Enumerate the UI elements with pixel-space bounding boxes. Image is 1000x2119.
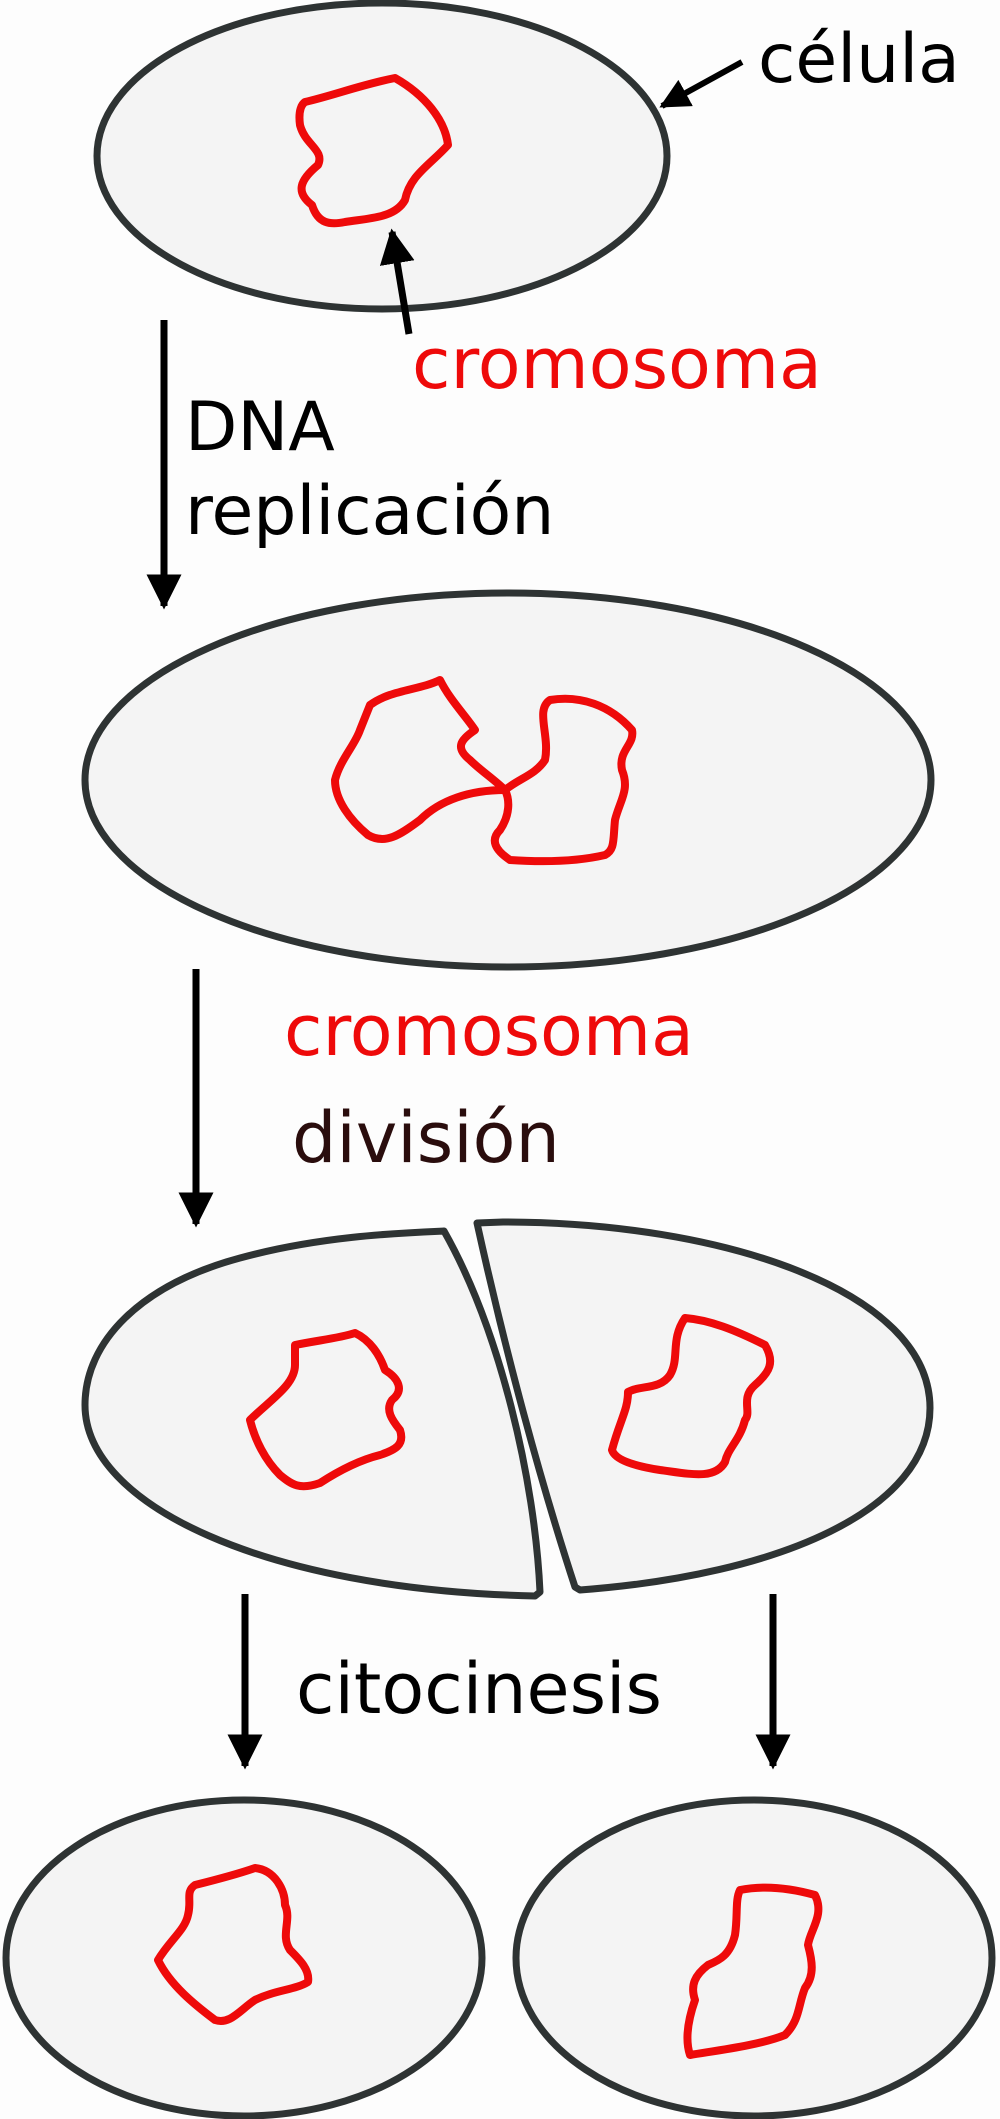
cell-stage-3-left-half xyxy=(81,1227,544,1600)
division-label-line2: división xyxy=(292,1097,560,1179)
daughter-cell-right xyxy=(512,1796,996,2119)
replication-label-line2: replicación xyxy=(185,472,554,551)
cell-pointer-arrow xyxy=(659,59,744,109)
cell-label: célula xyxy=(758,20,960,99)
daughter-chromosome-left xyxy=(154,1864,313,2025)
chromosome-stage-2-right xyxy=(490,694,637,866)
chromosome-stage-3-right xyxy=(608,1314,775,1479)
cell-stage-2 xyxy=(81,589,935,971)
chromosome-stage-1 xyxy=(295,74,452,228)
division-label-line1: cromosoma xyxy=(284,990,694,1072)
daughter-chromosome-right xyxy=(683,1883,823,2059)
replication-label-line1: DNA xyxy=(185,388,335,467)
cell-stage-3-right-half xyxy=(473,1218,934,1594)
chromosome-stage-3-left xyxy=(246,1329,406,1491)
chromosome-pointer-arrow xyxy=(379,228,415,335)
daughter-cell-left xyxy=(2,1796,486,2119)
cell-stage-1 xyxy=(93,0,671,313)
chromosome-label-top: cromosoma xyxy=(412,323,822,405)
cytokinesis-label: citocinesis xyxy=(296,1648,662,1730)
chromosome-stage-2-left xyxy=(331,676,509,843)
